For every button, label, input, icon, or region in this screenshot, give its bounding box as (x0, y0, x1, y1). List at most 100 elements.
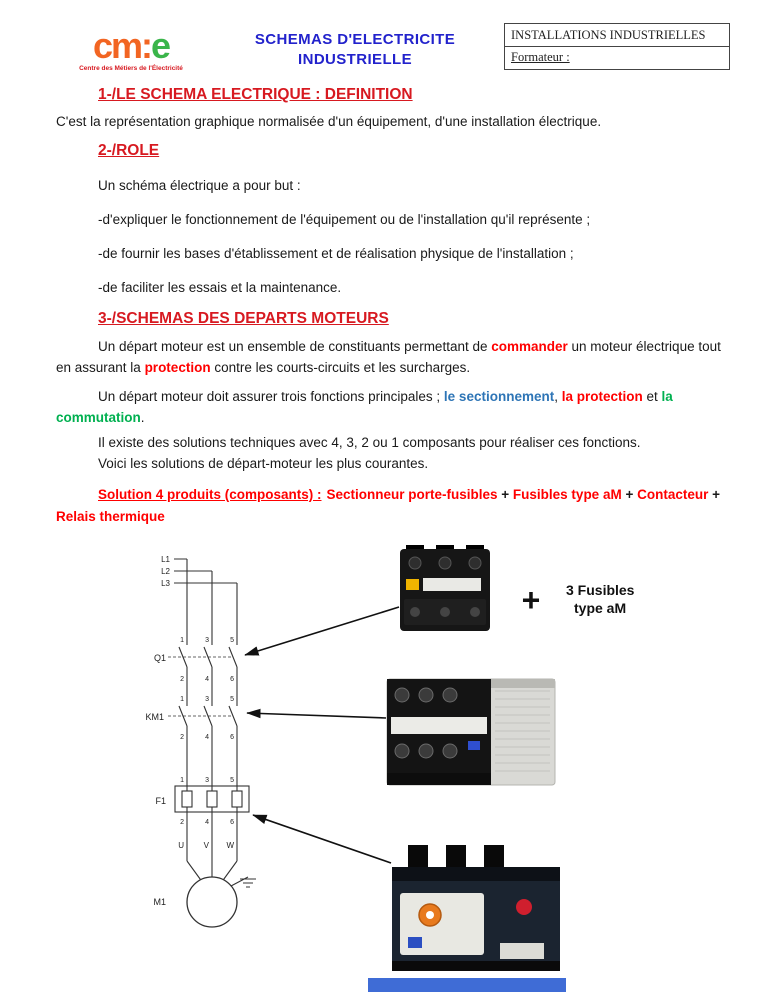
contact-number: 3 (205, 777, 209, 784)
q1-contact-numbers: 1 3 5 2 4 6 (180, 637, 234, 683)
p1-text-3: contre les courts-circuits et les surcha… (210, 360, 471, 375)
sectionneur-photo (400, 545, 490, 631)
section3-paragraph2: Un départ moteur doit assurer trois fonc… (56, 386, 730, 428)
p2-text-4: . (140, 410, 145, 425)
p1-text-2: un moteur électrique tout en assurant la (56, 339, 721, 375)
fusibles-label-line1: 3 Fusibles (566, 582, 635, 598)
logo-colon: : (141, 24, 153, 66)
f1-pole-2 (206, 790, 218, 808)
contact-number: 6 (230, 734, 234, 741)
contact-number: 5 (230, 637, 234, 644)
contact-number: 2 (180, 819, 184, 826)
cme-logo: cm:e Centre des Métiers de l'Électricité (56, 20, 206, 80)
section1-body: C'est la représentation graphique normal… (56, 114, 602, 129)
km1-contact-numbers: 1 3 5 2 4 6 (180, 696, 234, 741)
contact-number: 4 (205, 734, 209, 741)
p4-text: Voici les solutions de départ-moteur les… (98, 456, 429, 471)
section2-title: 2-/ROLE (98, 142, 160, 159)
f1-contact-numbers: 1 3 5 2 4 6 (180, 777, 234, 826)
contact-number: 3 (205, 637, 209, 644)
solution-component-2: Fusibles type aM (512, 487, 622, 502)
cme-logo-text: cm:e (93, 27, 171, 63)
solution-plus-1: + (497, 487, 513, 502)
document-header: cm:e Centre des Métiers de l'Électricité… (56, 20, 730, 80)
solution-component-3: Contacteur (637, 487, 709, 502)
arrow-contacteur (246, 708, 387, 719)
contact-number: 1 (180, 777, 184, 784)
fusibles-label-line2: type aM (574, 600, 626, 616)
solution-label: Solution 4 produits (composants) : (98, 487, 322, 502)
pointer-arrows (244, 606, 400, 864)
formateur-label: Formateur : (511, 50, 570, 64)
contact-number: 6 (230, 819, 234, 826)
label-u: U (178, 841, 184, 850)
p1-emphasis-commander: commander (491, 339, 568, 354)
p2-emphasis-protection: la protection (561, 389, 643, 404)
p2-emphasis-commutation: la commutation (56, 389, 673, 425)
p2-text-3: et (642, 389, 662, 404)
contact-number: 3 (205, 696, 209, 703)
arrow-relais (252, 814, 392, 864)
contact-number: 2 (180, 734, 184, 741)
schematic-labels: L1 L2 L3 1 3 5 2 4 6 Q1 1 3 5 2 4 (145, 555, 234, 907)
section3-paragraph3: Il existe des solutions techniques avec … (98, 432, 730, 474)
label-w: W (226, 841, 234, 850)
ground-symbol (230, 876, 256, 888)
section3-paragraph1: Un départ moteur est un ensemble de cons… (56, 336, 730, 378)
section2-item-2: -de fournir les bases d'établissement et… (98, 246, 574, 261)
contact-number: 6 (230, 676, 234, 683)
schematic (168, 558, 256, 928)
section1-title: 1-/LE SCHEMA ELECTRIQUE : DEFINITION (98, 86, 413, 103)
contact-number: 2 (180, 676, 184, 683)
solution-heading: Solution 4 produits (composants) : Sectio… (56, 484, 730, 528)
label-l1: L1 (161, 555, 170, 564)
solution-component-1: Sectionneur porte-fusibles (326, 487, 498, 502)
diagram-svg: L1 L2 L3 1 3 5 2 4 6 Q1 1 3 5 2 4 (145, 545, 635, 992)
section2-intro: Un schéma électrique a pour but : (98, 178, 301, 193)
contact-number: 4 (205, 819, 209, 826)
contact-number: 1 (180, 637, 184, 644)
contact-number: 5 (230, 777, 234, 784)
label-f1: F1 (155, 796, 166, 806)
f1-pole-3 (231, 790, 243, 808)
contact-number: 1 (180, 696, 184, 703)
contact-number: 4 (205, 676, 209, 683)
p1-emphasis-protection: protection (144, 360, 211, 375)
logo-e: e (151, 24, 171, 66)
document-title-line1: SCHEMAS D'ELECTRICITE (254, 31, 456, 48)
depart-moteur-diagram: L1 L2 L3 1 3 5 2 4 6 Q1 1 3 5 2 4 (0, 545, 768, 994)
phase-stubs (174, 558, 237, 584)
info-formateur: Formateur : (505, 47, 729, 69)
section2-item-3: -de faciliter les essais et la maintenan… (98, 280, 342, 295)
arrow-sectionneur (244, 606, 400, 656)
contact-number: 5 (230, 696, 234, 703)
label-q1: Q1 (154, 653, 166, 663)
solution-component-4: Relais thermique (56, 509, 165, 524)
label-l3: L3 (161, 579, 170, 588)
cme-logo-subtitle: Centre des Métiers de l'Électricité (79, 64, 183, 72)
p2-emphasis-sectionnement: le sectionnement (443, 389, 555, 404)
p1-text-1: Un départ moteur est un ensemble de cons… (98, 339, 492, 354)
p3-text: Il existe des solutions techniques avec … (98, 435, 641, 450)
f1-pole-1 (181, 790, 193, 808)
section3-title: 3-/SCHEMAS DES DEPARTS MOTEURS (98, 310, 389, 327)
relais-thermique-photo (368, 845, 566, 992)
contacteur-photo (386, 678, 556, 786)
info-installations: INSTALLATIONS INDUSTRIELLES (505, 24, 729, 47)
section2-item-1: -d'expliquer le fonctionnement de l'équi… (98, 212, 591, 227)
header-info-box: INSTALLATIONS INDUSTRIELLES Formateur : (504, 23, 730, 70)
solution-plus-3: + (708, 487, 720, 502)
document-title: SCHEMAS D'ELECTRICITE INDUSTRIELLE (206, 20, 504, 80)
label-v: V (204, 841, 210, 850)
p2-text-2: , (554, 389, 562, 404)
document-title-line2: INDUSTRIELLE (298, 51, 412, 68)
motor-circle (186, 876, 238, 928)
label-km1: KM1 (145, 712, 164, 722)
label-l2: L2 (161, 567, 170, 576)
phase-lines-mid (186, 667, 238, 706)
plus-sign: + (522, 582, 541, 618)
solution-plus-2: + (621, 487, 638, 502)
phase-lines-top (186, 559, 238, 645)
label-m1: M1 (153, 897, 166, 907)
